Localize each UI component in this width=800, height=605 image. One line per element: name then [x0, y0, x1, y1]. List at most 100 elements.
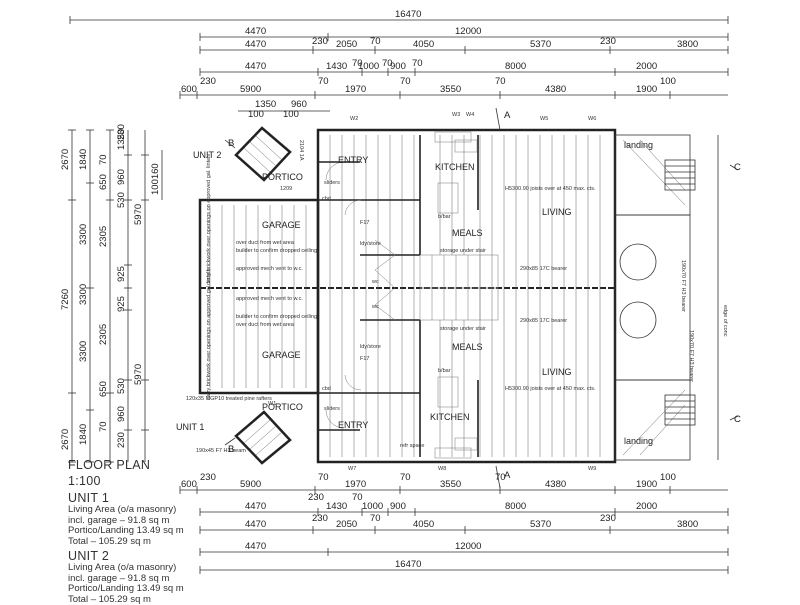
plan-label: 70	[370, 513, 381, 524]
plan-label: 2000	[636, 61, 657, 72]
plan-label: wc	[371, 279, 379, 285]
plan-label: 1840	[78, 149, 89, 170]
legend-unit1-heading: UNIT 1	[68, 491, 198, 505]
plan-label: storage under stair	[440, 248, 486, 254]
plan-label: W6	[588, 116, 596, 122]
plan-label: builder to confirm dropped ceiling	[236, 314, 317, 320]
plan-label: edge of conc	[722, 305, 728, 337]
legend-unit2-line3: Portico/Landing 13.49 sq m	[68, 584, 198, 595]
plan-label: 4470	[245, 501, 266, 512]
plan-label: 2305	[98, 226, 109, 247]
plan-label: 1000	[362, 501, 383, 512]
plan-label: 3800	[677, 519, 698, 530]
plan-label: 120x35 MGP10 treated pine rafters	[186, 396, 272, 402]
plan-label: wc	[371, 304, 379, 310]
floor-plan-legend: FLOOR PLAN 1:100 UNIT 1 Living Area (o/a…	[68, 458, 198, 605]
dim-top-12000: 12000	[455, 26, 481, 37]
room-entry-u2: ENTRY	[338, 155, 368, 165]
plan-label: b/bar	[438, 214, 451, 220]
plan-label: 3800	[677, 39, 698, 50]
plan-label: 70	[400, 472, 411, 483]
legend-unit2-heading: UNIT 2	[68, 549, 198, 563]
room-garage-u2: GARAGE	[262, 220, 301, 230]
plan-label: A	[504, 110, 511, 121]
plan-label: 3300	[78, 224, 89, 245]
plan-label: 190x45 F7 H3 beam	[196, 448, 246, 454]
plan-label: 190x70 F7 H3 bearer	[680, 260, 686, 312]
plan-label: 8000	[505, 61, 526, 72]
plan-label: 100	[660, 76, 676, 87]
legend-unit1-line1: Living Area (o/a masonry)	[68, 505, 198, 516]
plan-label: H5300.90 joists over at 450 max. cts.	[505, 386, 596, 392]
dim-top-4470: 4470	[245, 26, 266, 37]
plan-label: 5900	[240, 84, 261, 95]
plan-label: refr space	[400, 443, 424, 449]
plan-label: 230	[312, 513, 328, 524]
plan-label: 2305	[98, 324, 109, 345]
plan-label: 8000	[505, 501, 526, 512]
plan-label: 70	[98, 154, 109, 165]
plan-label: approved mech vent to w.c.	[236, 266, 303, 272]
plan-label: 70	[370, 36, 381, 47]
plan-label: B	[228, 444, 234, 455]
plan-label: 4470	[245, 541, 266, 552]
plan-label: sliders	[324, 180, 340, 186]
plan-label: ldy/store	[360, 344, 381, 350]
plan-label: F17	[360, 356, 369, 362]
plan-label: W1	[268, 401, 276, 407]
plan-label: 5370	[530, 519, 551, 530]
plan-label: b/bar	[438, 368, 451, 374]
plan-label: 4380	[545, 479, 566, 490]
legend-title: FLOOR PLAN	[68, 458, 198, 472]
legend-scale: 1:100	[68, 474, 198, 488]
plan-label: B	[228, 138, 234, 149]
plan-label: 1900	[636, 84, 657, 95]
plan-label: 5370	[530, 39, 551, 50]
plan-label: 100	[283, 109, 299, 120]
room-kitchen-u1: KITCHEN	[430, 412, 470, 422]
plan-label: 4050	[413, 519, 434, 530]
plan-label: 1900	[636, 479, 657, 490]
plan-label: cbd	[322, 386, 331, 392]
plan-label: 2050	[336, 519, 357, 530]
plan-label: 600	[181, 84, 197, 95]
plan-label: 70	[352, 492, 363, 503]
plan-label: 3300	[78, 341, 89, 362]
plan-label: 5970	[133, 364, 144, 385]
plan-label: 7260	[60, 289, 71, 310]
plan-label: 4050	[413, 39, 434, 50]
room-kitchen-u2: KITCHEN	[435, 162, 475, 172]
plan-label: 190x70 F7 H3 bearer	[688, 330, 694, 382]
plan-label: W9	[588, 466, 596, 472]
plan-label: ldy/store	[360, 241, 381, 247]
landing-u2: landing	[624, 140, 653, 150]
plan-label: 230	[312, 36, 328, 47]
legend-unit1-line4: Total – 105.29 sq m	[68, 537, 198, 548]
plan-label: 530	[116, 192, 127, 208]
plan-label: 925	[116, 266, 127, 282]
plan-label: 1430	[326, 61, 347, 72]
plan-label: H5300.90 joists over at 450 max. cts.	[505, 186, 596, 192]
bottom-dimensions: 600 230 5900 70 1970 70 3550 70 4380 190…	[180, 472, 728, 574]
plan-label: storage under stair	[440, 326, 486, 332]
plan-label: 650	[98, 174, 109, 190]
room-portico-u2: PORTICO	[262, 172, 303, 182]
room-entry-u1: ENTRY	[338, 420, 368, 430]
plan-label: W3	[452, 112, 460, 118]
plan-label: carry brickwork over openings on approve…	[206, 269, 212, 400]
plan-label: 2050	[336, 39, 357, 50]
plan-label: 2104 1A	[298, 140, 304, 161]
legend-unit2-line1: Living Area (o/a masonry)	[68, 563, 198, 574]
plan-label: 290x85 17C bearer	[520, 266, 567, 272]
plan-label: sliders	[324, 406, 340, 412]
plan-label: 530	[116, 378, 127, 394]
plan-label: 230	[116, 432, 127, 448]
plan-label: 3550	[440, 479, 461, 490]
plan-label: 4470	[245, 519, 266, 530]
room-meals-u2: MEALS	[452, 228, 483, 238]
plan-label: 70	[98, 421, 109, 432]
plan-label: 70	[400, 76, 411, 87]
landing-u1: landing	[624, 436, 653, 446]
plan-label: 1970	[345, 479, 366, 490]
plan-label: 70	[318, 472, 329, 483]
